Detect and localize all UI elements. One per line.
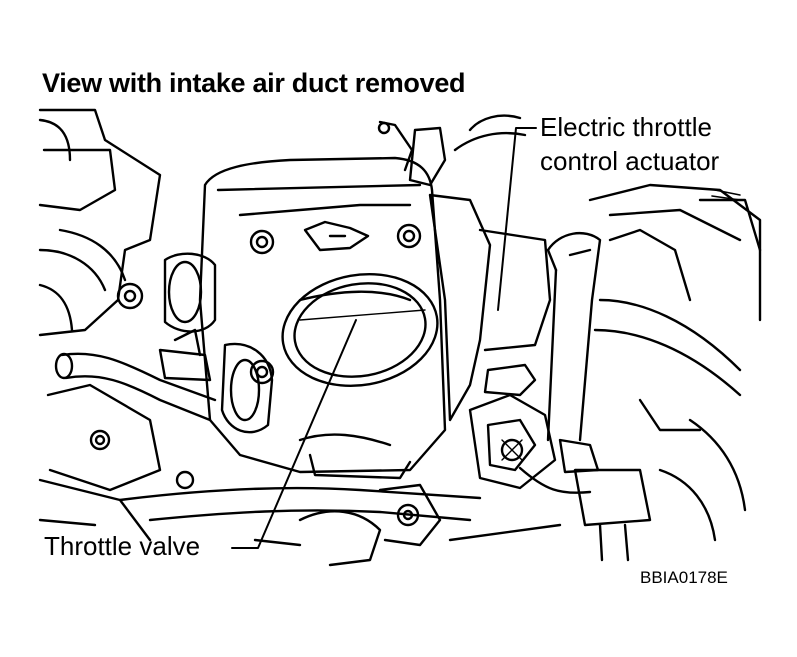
diagram-title: View with intake air duct removed <box>42 68 466 98</box>
throttle-valve-label: Throttle valve <box>44 531 201 561</box>
leader-lines <box>231 127 537 549</box>
coolant-hose-right <box>518 228 742 562</box>
actuator-label-line2: control actuator <box>540 146 720 176</box>
actuator-label-line1: Electric throttle <box>540 112 712 142</box>
engine-parts-right <box>588 183 762 542</box>
sensor-connector <box>468 393 557 490</box>
actuator-housing <box>377 114 552 422</box>
throttle-body <box>116 156 447 480</box>
lower-pipes <box>118 483 562 567</box>
figure-code: BBIA0178E <box>640 568 728 587</box>
coolant-hose-left <box>54 328 217 422</box>
leader-valve <box>231 319 357 549</box>
engine-block-left <box>38 108 195 542</box>
leader-actuator <box>497 127 537 311</box>
